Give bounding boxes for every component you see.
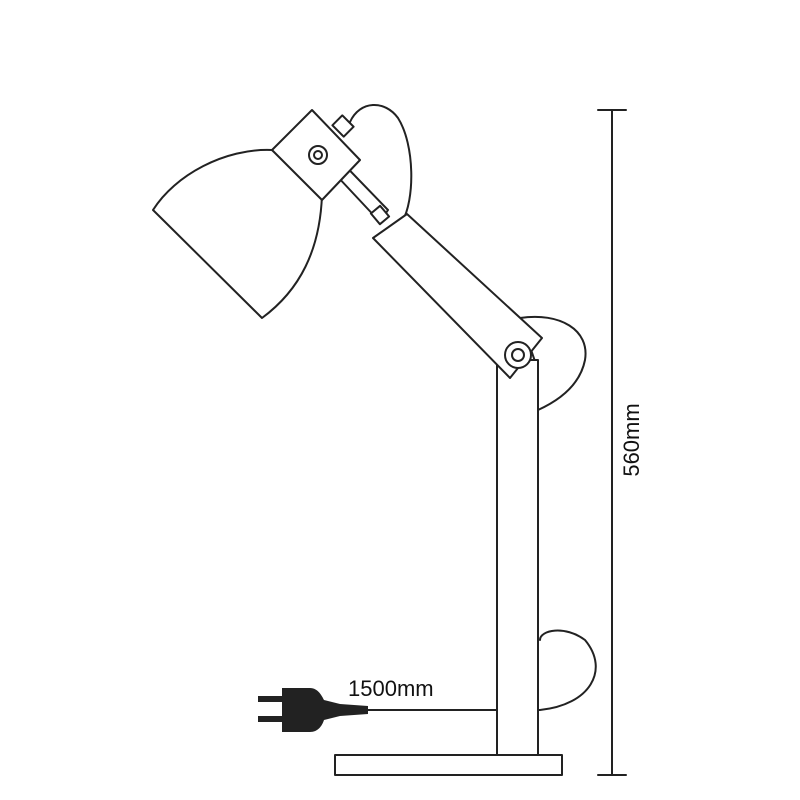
height-dimension — [597, 109, 627, 776]
arm-pivot-inner — [511, 348, 525, 362]
shade-cable — [349, 104, 413, 223]
shade-pivot-inner — [313, 150, 323, 160]
lamp-base — [334, 754, 563, 776]
height-label: 560mm — [619, 403, 644, 476]
lamp-post — [496, 359, 539, 756]
power-plug-icon — [258, 688, 368, 732]
shade-socket-cap — [331, 114, 355, 138]
rod-collar — [369, 204, 391, 226]
power-cord — [367, 629, 597, 711]
cord-length-label: 1500mm — [348, 676, 434, 701]
lamp-upper-arm — [372, 213, 543, 379]
lamp-shade — [152, 148, 323, 319]
